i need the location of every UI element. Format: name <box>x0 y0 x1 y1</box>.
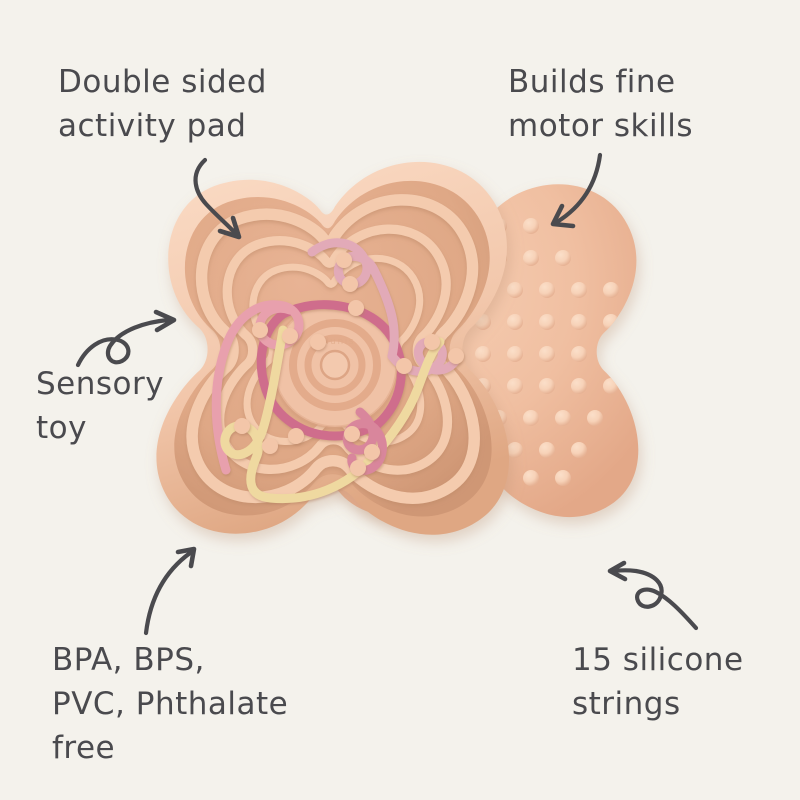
label-sensory-toy: Sensory toy <box>36 366 165 447</box>
label-double-sided-activity-pad: Double sided activity pad <box>58 64 267 145</box>
label-bpa-bps-pvc-phthalate-free: BPA, BPS, PVC, Phthalate free <box>52 642 289 767</box>
string-mauve <box>307 238 399 361</box>
string-butter-yellow-right <box>367 337 445 463</box>
front-panel-activity-side[interactable]: lelunis <box>156 161 510 535</box>
embossed-logo: lelunis <box>315 337 355 347</box>
knob-pegs <box>234 252 464 476</box>
label-builds-fine-motor-skills: Builds fine motor skills <box>508 64 693 145</box>
label-15-silicone-strings: 15 silicone strings <box>572 642 744 723</box>
